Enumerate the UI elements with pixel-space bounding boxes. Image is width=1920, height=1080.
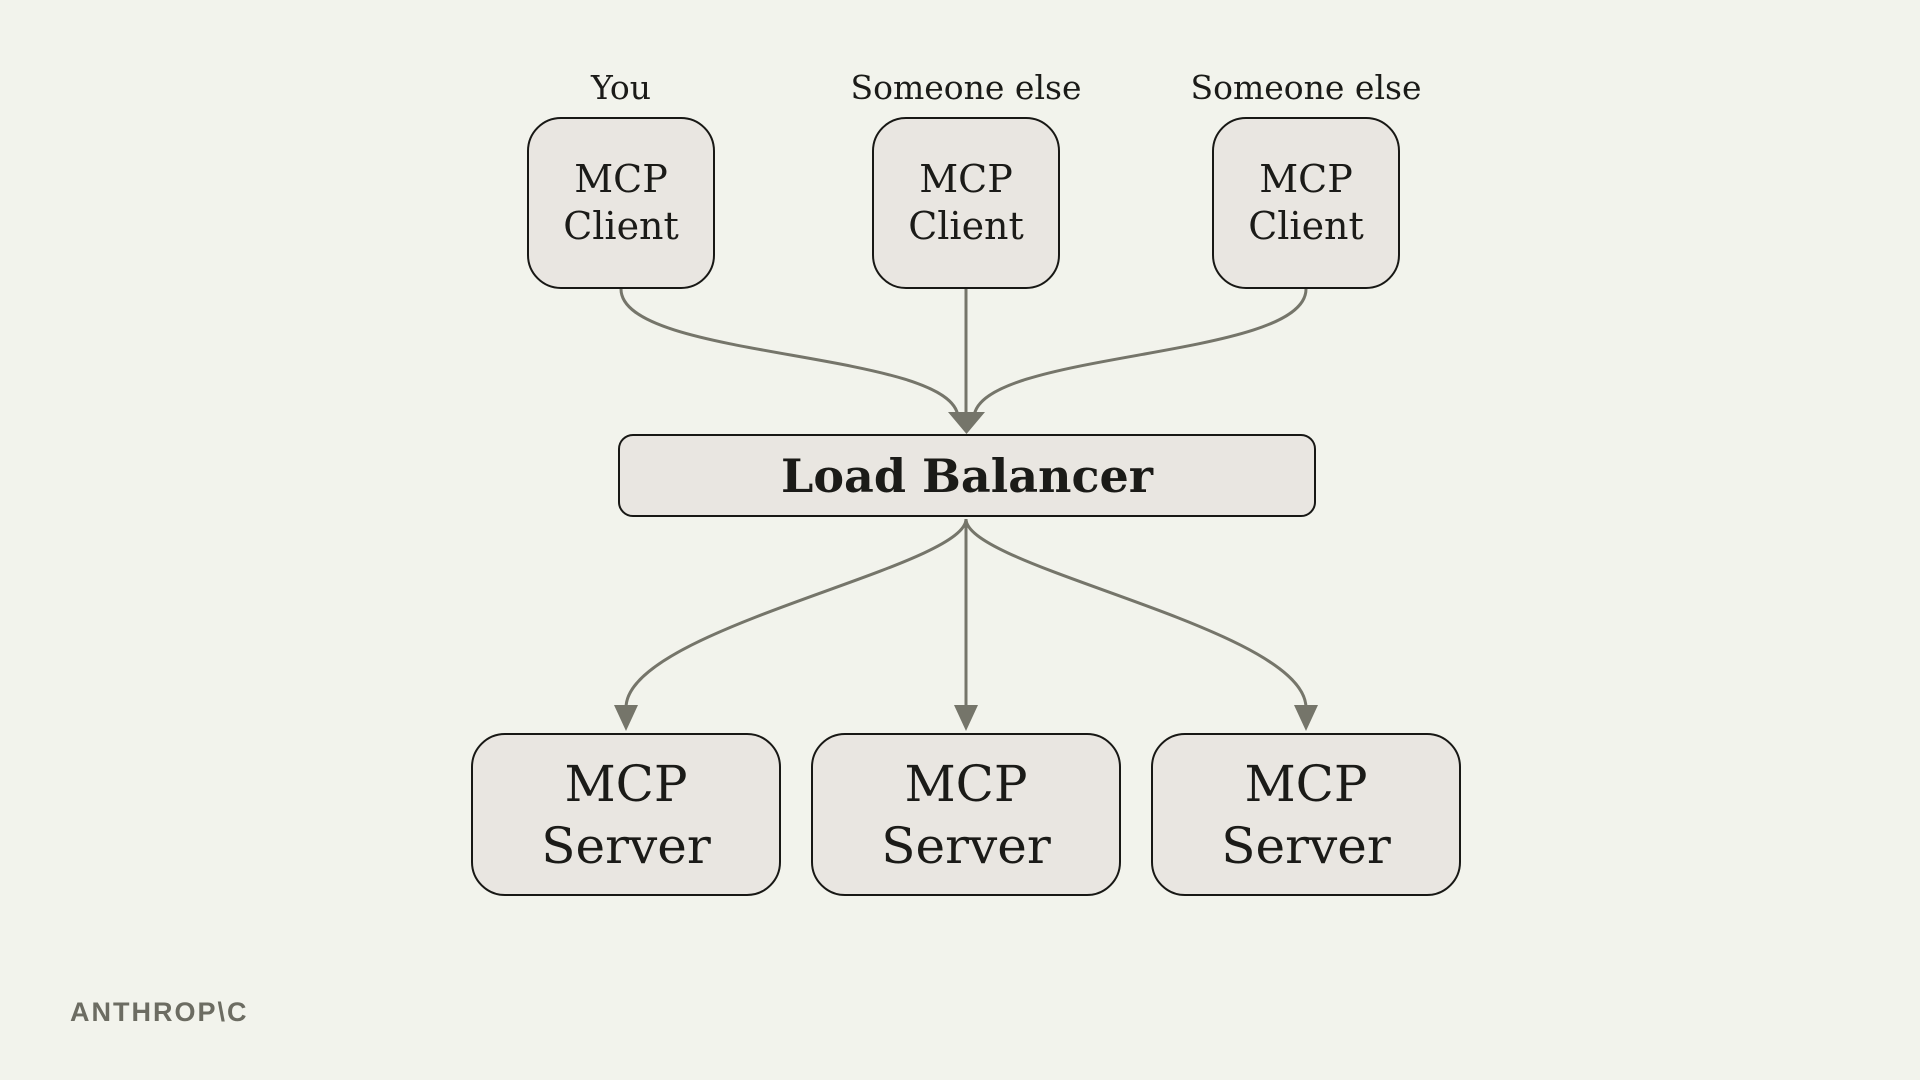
arrowhead-into-lb-icon <box>948 412 985 434</box>
arrowhead-into-server2-icon <box>954 705 978 731</box>
mcp-server2-label-line2: Server <box>881 816 1051 875</box>
client2-owner-label: Someone else <box>850 68 1082 107</box>
mcp-server2-label-line1: MCP <box>904 754 1028 813</box>
arrowhead-into-server3-icon <box>1294 705 1318 731</box>
mcp-client2-label-line2: Client <box>908 204 1024 248</box>
mcp-client3-node: MCP Client <box>1212 117 1400 289</box>
edge-client3-to-lb <box>972 288 1308 418</box>
mcp-client2-label-line1: MCP <box>919 157 1013 201</box>
mcp-client2-node: MCP Client <box>872 117 1060 289</box>
mcp-server2-node: MCP Server <box>811 733 1121 896</box>
mcp-server3-label-line2: Server <box>1221 816 1391 875</box>
mcp-client3-label-line2: Client <box>1248 204 1364 248</box>
client1-owner-label: You <box>590 68 652 107</box>
arrowhead-into-server1-icon <box>614 705 638 731</box>
mcp-client3-label-line1: MCP <box>1259 157 1353 201</box>
mcp-client1-label-line1: MCP <box>574 157 668 201</box>
edge-lb-to-server3 <box>964 518 1308 709</box>
load-balancer-node: Load Balancer <box>618 434 1316 517</box>
load-balancer-label: Load Balancer <box>781 448 1153 503</box>
edge-lb-to-server1 <box>624 518 968 709</box>
mcp-server3-label-line1: MCP <box>1244 754 1368 813</box>
edge-client1-to-lb <box>619 288 960 418</box>
mcp-server1-label-line2: Server <box>541 816 711 875</box>
mcp-server3-node: MCP Server <box>1151 733 1461 896</box>
anthropic-wordmark: ANTHROP\C <box>70 997 249 1027</box>
mcp-server1-label-line1: MCP <box>564 754 688 813</box>
mcp-client1-label-line2: Client <box>563 204 679 248</box>
mcp-server1-node: MCP Server <box>471 733 781 896</box>
client3-owner-label: Someone else <box>1190 68 1422 107</box>
mcp-client1-node: MCP Client <box>527 117 715 289</box>
